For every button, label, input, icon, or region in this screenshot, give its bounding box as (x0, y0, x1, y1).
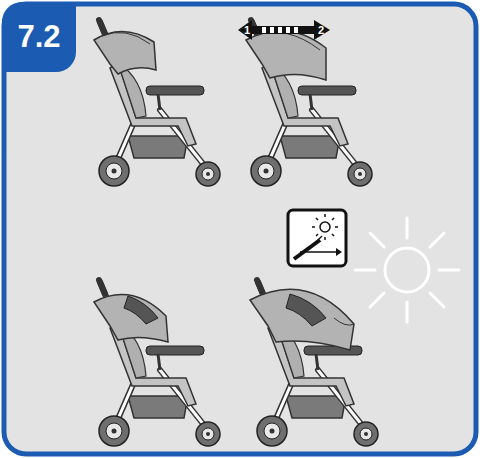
step-number: 2 (318, 24, 324, 36)
section-badge: 7.2 (2, 2, 76, 72)
sun-shade-symbol (288, 210, 346, 266)
sun-outline (355, 218, 459, 322)
extend-arrow (238, 20, 330, 40)
section-number: 7.2 (17, 19, 60, 55)
step-number: 1 (244, 24, 250, 36)
